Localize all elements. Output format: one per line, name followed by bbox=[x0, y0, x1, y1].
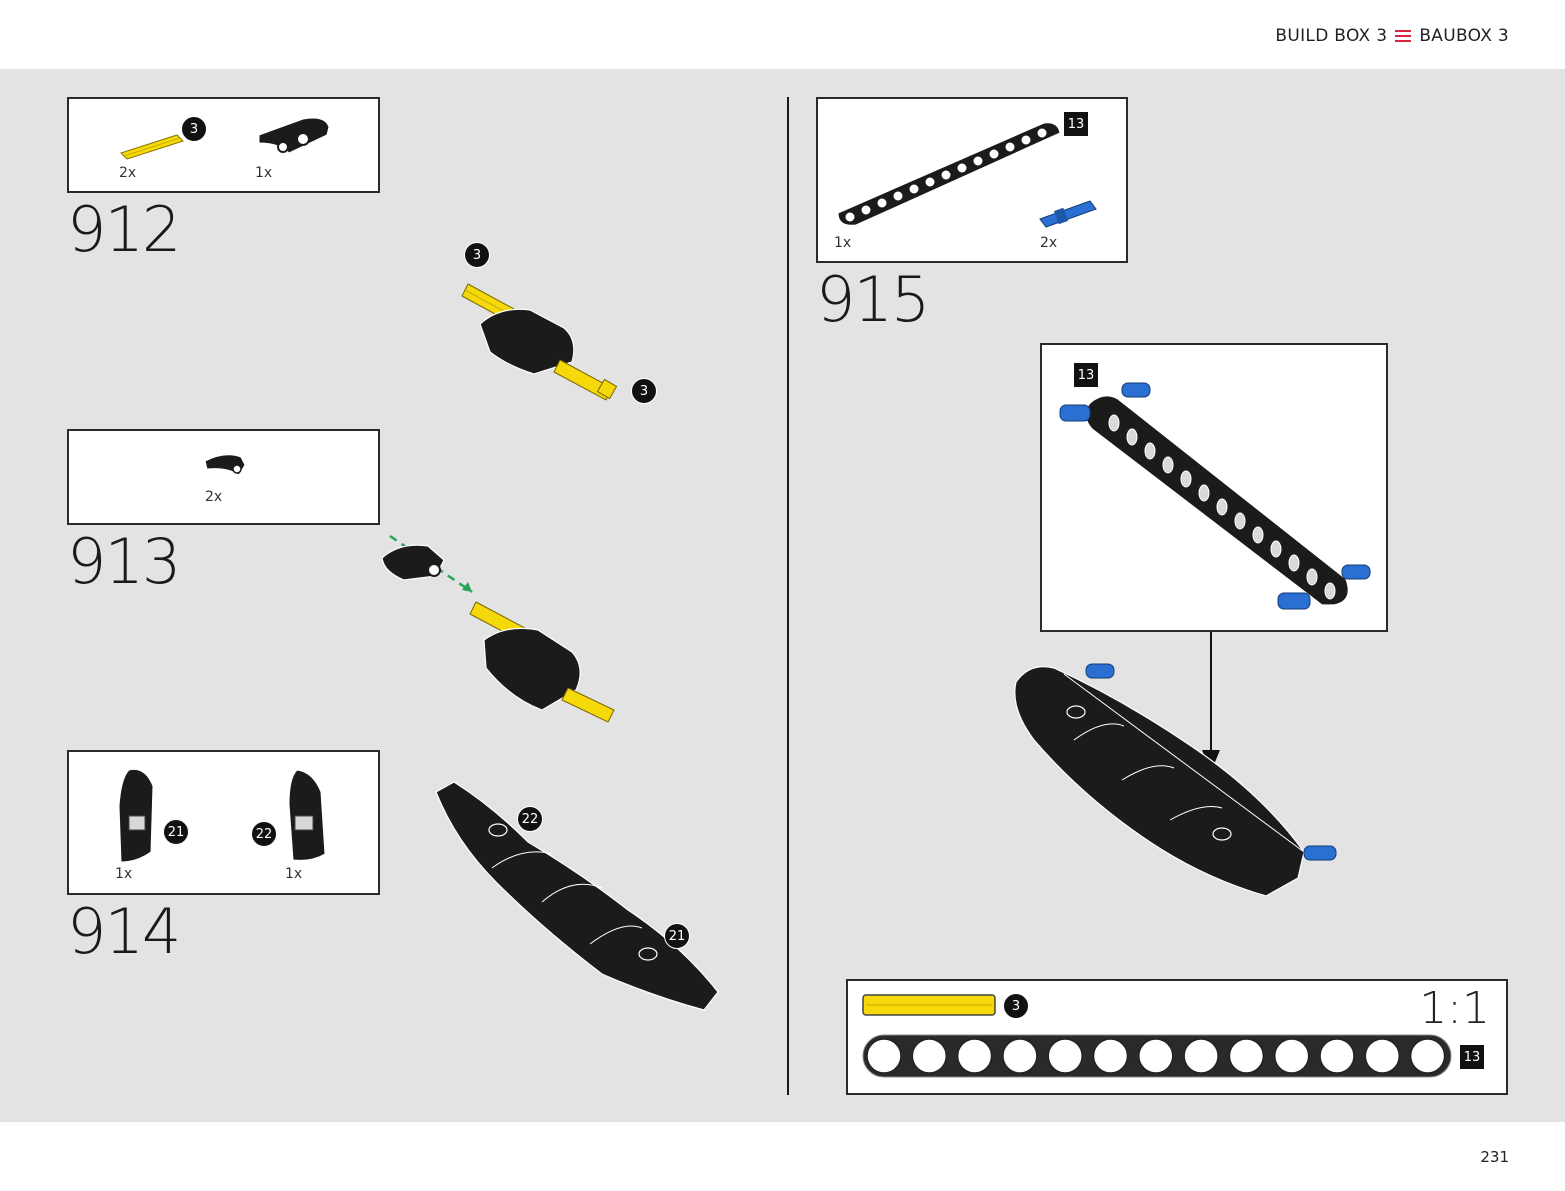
callout-badge: 3 bbox=[631, 378, 657, 404]
callout-badge: 22 bbox=[251, 821, 277, 847]
page-header: BUILD BOX 3 BAUBOX 3 bbox=[0, 0, 1565, 69]
page-footer: 231 bbox=[0, 1122, 1565, 1191]
part-qty: 1x bbox=[285, 866, 303, 882]
brand-left: BUILD BOX 3 bbox=[1275, 26, 1388, 46]
callout-badge: 3 bbox=[1003, 993, 1029, 1019]
part-qty: 1x bbox=[255, 165, 273, 181]
beam-with-pins bbox=[1059, 382, 1371, 610]
assembly-914 bbox=[435, 781, 719, 1011]
part-qty: 2x bbox=[205, 489, 223, 505]
fairing-left-icon bbox=[118, 768, 154, 863]
parts-box-915: 13 1x 2x bbox=[816, 97, 1128, 263]
assembly-913 bbox=[381, 534, 615, 723]
blue-pin-icon bbox=[1039, 200, 1097, 228]
column-divider bbox=[787, 97, 789, 1095]
assembly-915 bbox=[1014, 663, 1337, 897]
menu-icon bbox=[1395, 30, 1412, 42]
length-badge: 13 bbox=[1064, 112, 1088, 136]
subassembly-box: 13 bbox=[1040, 343, 1388, 632]
brand-right: BAUBOX 3 bbox=[1419, 26, 1509, 46]
part-qty: 2x bbox=[119, 165, 137, 181]
parts-box-913: 2x bbox=[67, 429, 380, 525]
axle-3-reference bbox=[862, 994, 996, 1016]
length-badge: 13 bbox=[1460, 1045, 1484, 1069]
yellow-axle-icon bbox=[120, 134, 184, 160]
parts-box-912: 3 2x 1x bbox=[67, 97, 380, 193]
part-qty: 2x bbox=[1040, 235, 1058, 251]
step-number: 912 bbox=[67, 193, 181, 266]
brand-title: BUILD BOX 3 BAUBOX 3 bbox=[1275, 26, 1509, 46]
parts-box-914: 21 1x 22 1x bbox=[67, 750, 380, 895]
part-qty: 1x bbox=[115, 866, 133, 882]
beam-13-icon bbox=[837, 122, 1061, 226]
assembly-912 bbox=[461, 283, 618, 401]
page-number: 231 bbox=[1480, 1148, 1509, 1166]
scale-ratio: 1:1 bbox=[1419, 983, 1490, 1034]
curved-panel-icon bbox=[258, 117, 330, 154]
part-qty: 1x bbox=[834, 235, 852, 251]
length-badge: 13 bbox=[1074, 363, 1098, 387]
step-number: 914 bbox=[67, 895, 181, 968]
scale-reference-box: 3 1:1 13 bbox=[846, 979, 1508, 1095]
beam-13-reference bbox=[862, 1034, 1452, 1078]
small-panel-icon bbox=[204, 454, 246, 476]
callout-badge: 22 bbox=[517, 806, 543, 832]
callout-badge: 21 bbox=[664, 923, 690, 949]
fairing-right-icon bbox=[288, 769, 326, 861]
callout-badge: 3 bbox=[181, 116, 207, 142]
step-number: 913 bbox=[67, 525, 181, 598]
callout-badge: 3 bbox=[464, 242, 490, 268]
step-number: 915 bbox=[816, 263, 930, 336]
callout-badge: 21 bbox=[163, 819, 189, 845]
